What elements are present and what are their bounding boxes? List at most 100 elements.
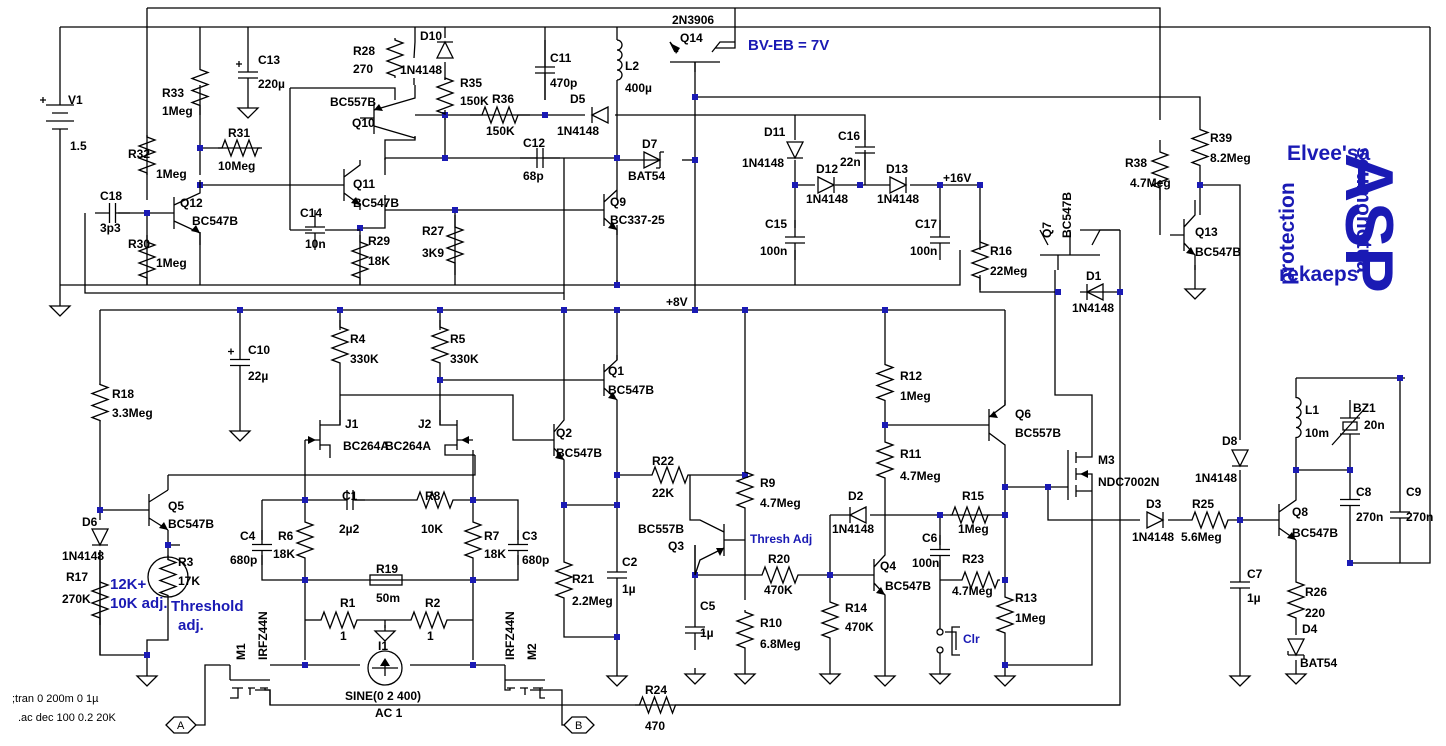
resistor-r24 bbox=[635, 695, 680, 715]
resistor-r20 bbox=[760, 565, 800, 585]
svg-text:R23: R23 bbox=[962, 552, 984, 566]
svg-text:Q10: Q10 bbox=[352, 116, 375, 130]
svg-text:20n: 20n bbox=[1364, 418, 1385, 432]
svg-text:1N4148: 1N4148 bbox=[400, 63, 442, 77]
svg-text:R9: R9 bbox=[760, 476, 776, 490]
svg-text:400µ: 400µ bbox=[625, 81, 652, 95]
svg-text:R7: R7 bbox=[484, 529, 500, 543]
svg-text:BC264A: BC264A bbox=[343, 439, 389, 453]
svg-text:C12: C12 bbox=[523, 136, 545, 150]
capacitor-c9 bbox=[1390, 500, 1410, 530]
svg-text:BZ1: BZ1 bbox=[1353, 401, 1376, 415]
ground-symbol bbox=[818, 668, 842, 685]
svg-text:R18: R18 bbox=[112, 387, 134, 401]
diode-d1 bbox=[1085, 282, 1104, 302]
resistor-r28 bbox=[385, 38, 405, 78]
capacitor-c4 bbox=[252, 530, 272, 565]
resistor-r23 bbox=[960, 570, 1000, 590]
ac-directive: .ac dec 100 0.2 20K bbox=[18, 712, 117, 724]
svg-text:270K: 270K bbox=[62, 592, 91, 606]
svg-text:2.2Meg: 2.2Meg bbox=[572, 594, 613, 608]
logo-left-text: protection bbox=[1276, 182, 1299, 285]
svg-text:330K: 330K bbox=[350, 352, 379, 366]
thresh-adj-note: Thresh Adj bbox=[750, 532, 812, 546]
resistor-r14 bbox=[820, 600, 840, 640]
svg-text:D5: D5 bbox=[570, 92, 586, 106]
resistor-r11 bbox=[875, 440, 895, 480]
svg-text:R14: R14 bbox=[845, 601, 867, 615]
transistor-q10 bbox=[360, 85, 416, 139]
resistor-r39 bbox=[1190, 120, 1210, 175]
transistor-q11 bbox=[330, 160, 361, 210]
svg-text:R19: R19 bbox=[376, 562, 398, 576]
ground-symbol bbox=[733, 668, 757, 685]
svg-text:1N4148: 1N4148 bbox=[557, 124, 599, 138]
label-d5: D5 1N4148 bbox=[557, 92, 599, 138]
svg-text:C1: C1 bbox=[342, 489, 358, 503]
svg-text:D4: D4 bbox=[1302, 622, 1318, 636]
svg-text:M3: M3 bbox=[1098, 453, 1115, 467]
svg-text:6.8Meg: 6.8Meg bbox=[760, 637, 801, 651]
svg-text:22n: 22n bbox=[840, 155, 861, 169]
svg-text:BC337-25: BC337-25 bbox=[610, 213, 665, 227]
resistor-r3 bbox=[158, 555, 178, 600]
diode-d10 bbox=[435, 40, 455, 59]
svg-text:C8: C8 bbox=[1356, 485, 1372, 499]
resistor-r9 bbox=[735, 470, 755, 510]
capacitor-c7 bbox=[1230, 570, 1250, 600]
diode-d6 bbox=[90, 528, 110, 547]
svg-text:R39: R39 bbox=[1210, 131, 1232, 145]
svg-text:22K: 22K bbox=[652, 486, 674, 500]
svg-text:C15: C15 bbox=[765, 217, 787, 231]
svg-text:L1: L1 bbox=[1305, 403, 1319, 417]
svg-text:R4: R4 bbox=[350, 332, 366, 346]
svg-text:R5: R5 bbox=[450, 332, 466, 346]
ground-symbol bbox=[236, 102, 260, 119]
resistor-r12 bbox=[875, 360, 895, 405]
svg-text:1µ: 1µ bbox=[622, 582, 636, 596]
svg-text:1Meg: 1Meg bbox=[162, 104, 193, 118]
svg-text:B: B bbox=[575, 720, 582, 732]
svg-text:1Meg: 1Meg bbox=[1015, 611, 1046, 625]
svg-text:BAT54: BAT54 bbox=[628, 169, 665, 183]
svg-text:R11: R11 bbox=[900, 447, 922, 461]
svg-text:C17: C17 bbox=[915, 217, 937, 231]
svg-text:1N4148: 1N4148 bbox=[1132, 530, 1174, 544]
resistor-r2 bbox=[410, 610, 448, 630]
svg-text:220µ: 220µ bbox=[258, 77, 285, 91]
svg-text:BC264A: BC264A bbox=[385, 439, 431, 453]
ground-symbol bbox=[135, 670, 159, 687]
svg-text:M2: M2 bbox=[525, 643, 539, 660]
svg-text:C6: C6 bbox=[922, 531, 938, 545]
svg-text:V1: V1 bbox=[68, 93, 83, 107]
svg-text:BC547B: BC547B bbox=[885, 579, 931, 593]
svg-text:C11: C11 bbox=[550, 51, 572, 65]
svg-text:22µ: 22µ bbox=[248, 369, 268, 383]
node-label-8v: +8V bbox=[666, 295, 688, 309]
svg-text:BC547B: BC547B bbox=[1292, 526, 1338, 540]
svg-text:Q3: Q3 bbox=[668, 539, 684, 553]
switch-clr bbox=[936, 580, 960, 660]
